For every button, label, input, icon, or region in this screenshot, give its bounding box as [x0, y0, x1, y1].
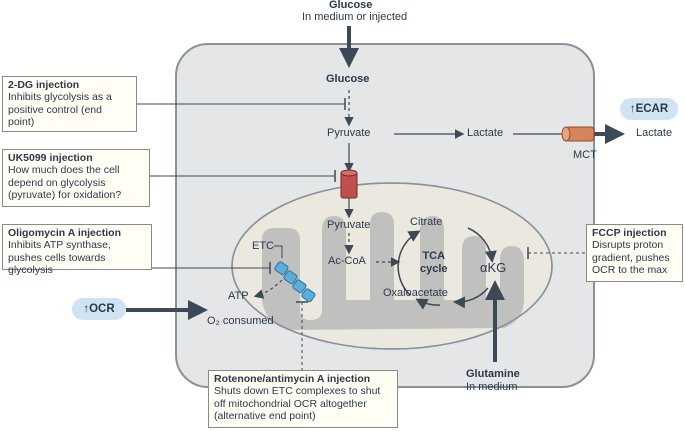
2dg-title: 2-DG injection: [8, 79, 80, 91]
fccp-title: FCCP injection: [592, 227, 667, 239]
rotenone-injection-box: Rotenone/antimycin A injection Shuts dow…: [208, 370, 398, 428]
oligomycin-title: Oligomycin A injection: [8, 227, 121, 239]
mito-pyruvate-label: Pyruvate: [327, 219, 371, 231]
tca-cycle-label: TCA cycle: [420, 250, 448, 275]
2dg-injection-box: 2-DG injection Inhibits glycolysis as a …: [2, 76, 137, 132]
uk5099-title: UK5099 injection: [8, 152, 93, 164]
atp-label: ATP: [228, 290, 249, 302]
glucose-label: Glucose: [326, 73, 370, 85]
ocr-badge: ↑OCR: [72, 298, 126, 320]
lactate-out-label: Lactate: [636, 127, 673, 139]
rotenone-title: Rotenone/antimycin A injection: [214, 373, 371, 385]
akg-label: αKG: [480, 260, 507, 275]
glutamine-title: Glutamine: [466, 368, 520, 380]
2dg-body: Inhibits glycolysis as a positive contro…: [8, 91, 112, 128]
oligomycin-body: Inhibits ATP synthase, pushes cells towa…: [8, 239, 111, 276]
fccp-injection-box: FCCP injection Disrupts proton gradient,…: [586, 224, 683, 282]
glutamine-subtitle: In medium: [466, 381, 518, 393]
mct-label: MCT: [573, 149, 597, 161]
etc-complexes: [274, 261, 316, 303]
uk5099-injection-box: UK5099 injection How much does the cell …: [2, 149, 150, 207]
pyruvate-label: Pyruvate: [327, 127, 371, 139]
glucose-source-title: Glucose: [329, 0, 373, 11]
oxaloacetate-label: Oxaloacetate: [383, 287, 448, 299]
ecar-badge: ↑ECAR: [620, 98, 678, 120]
lactate-label: Lactate: [467, 127, 504, 139]
citrate-label: Citrate: [410, 216, 443, 228]
etc-label: ETC: [252, 240, 274, 252]
rotenone-body: Shuts down ETC complexes to shut off mit…: [214, 385, 381, 422]
glucose-source-subtitle: In medium or injected: [302, 11, 408, 23]
uk5099-body: How much does the cell depend on glycoly…: [8, 164, 122, 201]
fccp-body: Disrupts proton gradient, pushes OCR to …: [592, 239, 670, 276]
acoa-label: Ac-CoA: [328, 255, 366, 267]
oligomycin-injection-box: Oligomycin A injection Inhibits ATP synt…: [2, 224, 152, 276]
o2-consumed-label: O₂ consumed: [207, 315, 274, 327]
